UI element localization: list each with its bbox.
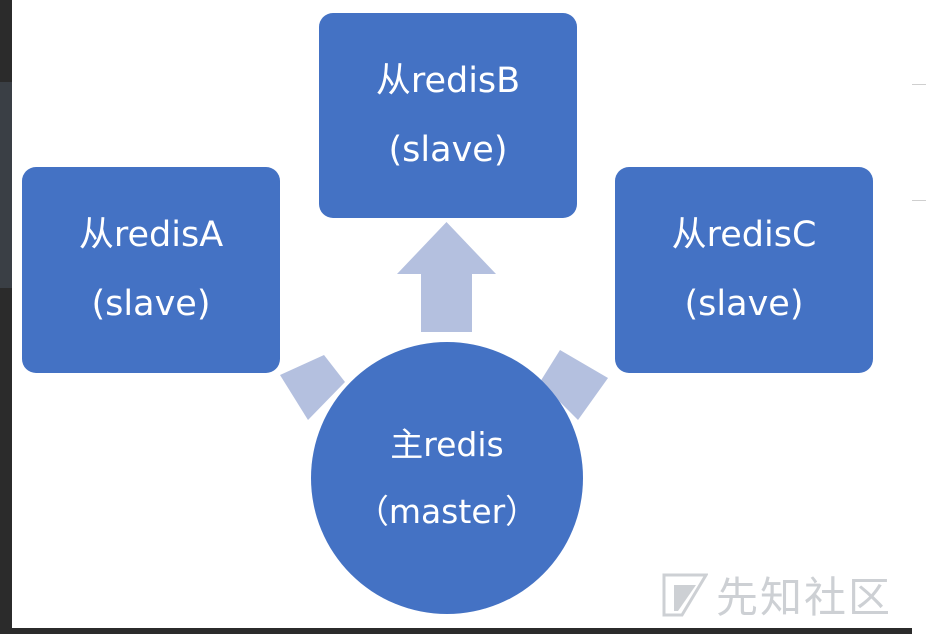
xianzhi-logo-icon: [662, 573, 708, 617]
master-role: （master）: [355, 492, 539, 531]
slave-c-title: 从redisC: [671, 215, 817, 255]
watermark: 先知社区: [662, 566, 892, 622]
master-node: 主redis （master）: [311, 342, 583, 614]
slave-c-node: 从redisC (slave): [615, 167, 873, 373]
diagram-canvas: 从redisA (slave) 从redisB (slave) 从redisC …: [12, 0, 912, 628]
slave-b-role: (slave): [388, 129, 508, 170]
background-sidebar: [0, 82, 12, 288]
background-divider: [912, 200, 926, 201]
slave-a-role: (slave): [91, 284, 211, 324]
background-divider: [912, 84, 926, 85]
arrows-layer: [280, 222, 608, 420]
slave-a-title: 从redisA: [78, 215, 224, 255]
background-page-edge: [912, 0, 926, 634]
slave-c-role: (slave): [684, 284, 804, 324]
arrow-to-slave-c: [540, 350, 608, 420]
slave-b-title: 从redisB: [375, 60, 521, 101]
slave-b-node: 从redisB (slave): [319, 13, 577, 218]
slave-a-node: 从redisA (slave): [22, 167, 280, 373]
master-title: 主redis: [390, 425, 504, 464]
arrow-to-slave-a: [280, 355, 345, 420]
arrow-up-to-slave-b: [397, 222, 496, 332]
watermark-text: 先知社区: [716, 572, 893, 622]
